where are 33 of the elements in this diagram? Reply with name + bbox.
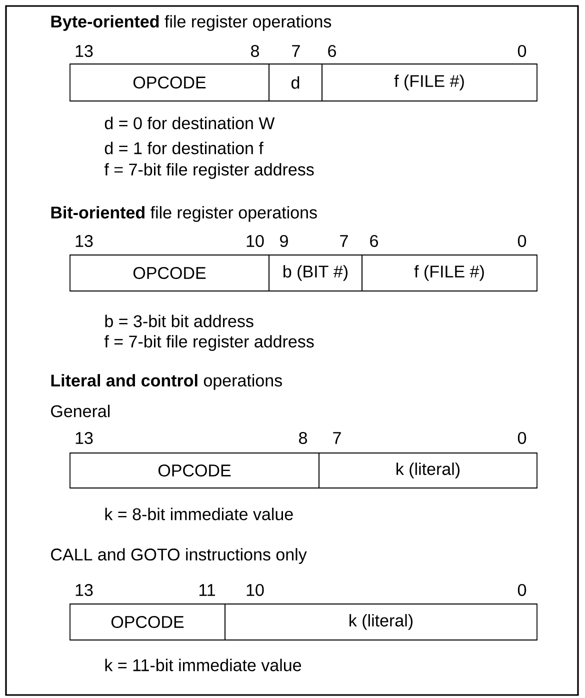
bit-field-box: b (BIT #)	[268, 254, 362, 292]
field-description: d = 1 for destination f	[104, 142, 264, 154]
section-heading: Byte-oriented file register operations	[51, 15, 332, 31]
field-description: d = 0 for destination W	[104, 116, 275, 130]
field-description: f = 7-bit file register address	[104, 163, 314, 179]
bit-field-box: OPCODE	[70, 452, 320, 488]
field-description: b = 3-bit bit address	[105, 314, 254, 328]
section-heading: Literal and control operations	[51, 374, 282, 390]
bit-field-box: f (FILE #)	[322, 64, 538, 102]
bit-number: 7	[292, 45, 300, 57]
field-description: k = 8-bit immediate value	[105, 508, 293, 520]
bit-field-box: OPCODE	[70, 254, 270, 292]
bit-number: 7	[340, 235, 348, 247]
bit-field-box: d	[268, 64, 322, 102]
bit-field-box: k (literal)	[318, 452, 538, 488]
bit-field-box: OPCODE	[70, 64, 270, 102]
subheading: General	[51, 404, 110, 418]
bit-number: 6	[328, 44, 336, 58]
bit-number: 8	[299, 432, 307, 444]
bit-number: 10	[246, 584, 264, 596]
bit-number: 11	[199, 584, 215, 596]
field-description: f = 7-bit file register address	[104, 335, 314, 351]
bit-number: 7	[333, 432, 341, 444]
bit-field-box: k (literal)	[224, 604, 538, 640]
section-heading: Bit-oriented file register operations	[51, 206, 317, 222]
field-description: k = 11-bit immediate value	[105, 658, 302, 672]
bit-number: 6	[370, 234, 378, 248]
bit-field-box: f (FILE #)	[362, 254, 538, 292]
bit-number: 10	[246, 234, 264, 248]
bit-field-box: OPCODE	[70, 604, 226, 640]
bit-number: 9	[280, 234, 288, 248]
bit-number: 8	[251, 44, 259, 58]
subheading: CALL and GOTO instructions only	[51, 548, 307, 564]
